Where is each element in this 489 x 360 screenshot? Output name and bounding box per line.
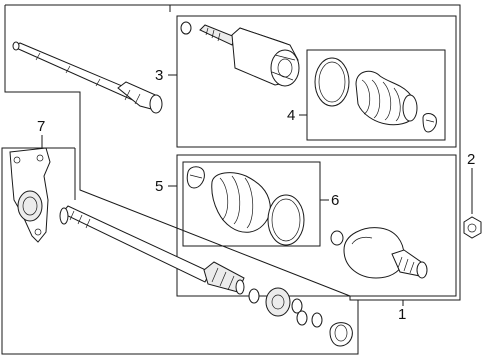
outer-boot-kit-box: [182, 161, 321, 247]
inner-cv-joint: [180, 21, 300, 87]
callout-1: 1: [398, 306, 407, 323]
axle-nut: [463, 216, 482, 239]
callout-7: 7: [37, 118, 46, 135]
inner-joint-box: [176, 15, 457, 148]
inner-boot-kit: [314, 57, 437, 133]
callout-6: 6: [331, 192, 340, 209]
intermediate-shaft-outline: [1, 147, 359, 355]
callout-2: 2: [467, 151, 476, 168]
callout-3: 3: [155, 67, 164, 84]
outer-joint-box: [176, 154, 457, 297]
intermediate-shaft: [59, 205, 245, 295]
outer-cv-joint: [330, 227, 428, 279]
assembly-outline-1: [4, 4, 461, 301]
outer-boot-kit: [186, 166, 305, 246]
support-bracket: [9, 147, 51, 243]
inner-boot-kit-box: [306, 49, 446, 141]
bearing-and-seals: [248, 287, 353, 347]
callout-5: 5: [155, 178, 164, 195]
callout-4: 4: [287, 107, 296, 124]
axle-shaft: [12, 41, 163, 114]
